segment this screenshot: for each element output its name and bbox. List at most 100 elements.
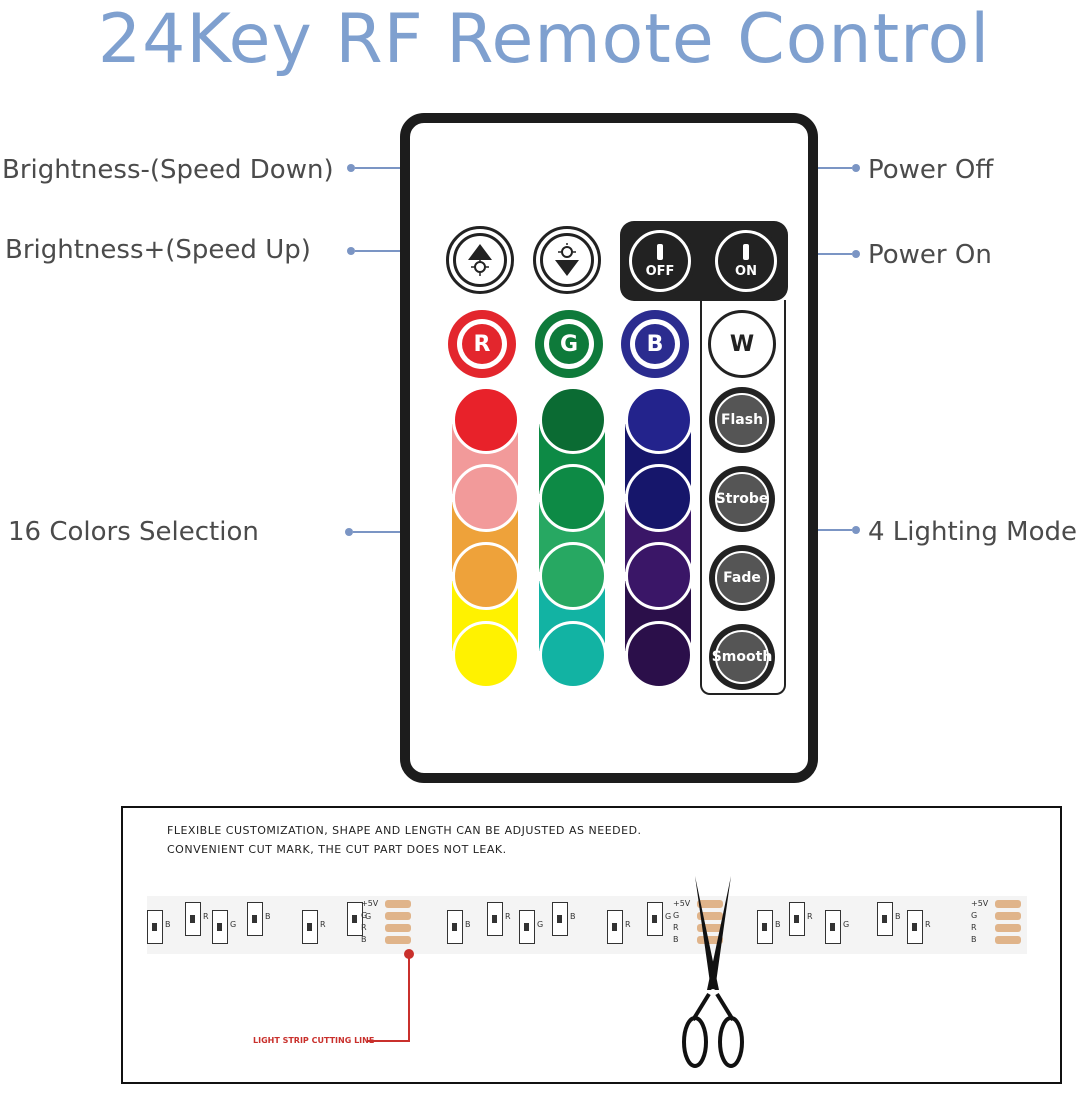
led-chip	[552, 902, 568, 936]
color-swatch-button[interactable]	[452, 464, 520, 532]
led-chip	[519, 910, 535, 944]
brightness-down-button[interactable]	[533, 226, 601, 294]
pad-label: R	[361, 923, 367, 932]
color-button-0[interactable]: R	[448, 310, 516, 378]
led-chip	[302, 910, 318, 944]
mode-button-strobe[interactable]: Strobe	[709, 466, 775, 532]
chip-letter: B	[465, 920, 471, 929]
chip-letter: B	[570, 912, 576, 921]
color-swatch-button[interactable]	[539, 542, 607, 610]
color-swatch-button[interactable]	[452, 621, 520, 689]
leader-dot	[852, 526, 860, 534]
power-on-text: ON	[735, 263, 757, 279]
color-swatch-button[interactable]	[539, 386, 607, 454]
color-swatch-button[interactable]	[452, 542, 520, 610]
cut-label: LIGHT STRIP CUTTING LINE	[253, 1036, 375, 1045]
mode-button-flash[interactable]: Flash	[709, 387, 775, 453]
color-button-ring: R	[457, 319, 507, 369]
color-button-ring: W	[717, 319, 767, 369]
pad-label: +5V	[361, 899, 379, 908]
chip-letter: B	[165, 920, 171, 929]
color-swatch-button[interactable]	[452, 386, 520, 454]
color-swatch-button[interactable]	[539, 621, 607, 689]
color-button-label: G	[549, 324, 589, 364]
color-button-1[interactable]: G	[535, 310, 603, 378]
chip-letter: G	[537, 920, 544, 929]
pad-label: R	[673, 923, 679, 932]
chip-letter: B	[775, 920, 781, 929]
chip-letter: R	[625, 920, 631, 929]
led-chip	[347, 902, 363, 936]
power-off-button[interactable]: OFF	[625, 226, 695, 296]
led-chip	[825, 910, 841, 944]
led-chip	[607, 910, 623, 944]
mode-button-label: Smooth	[712, 630, 772, 684]
led-chip	[907, 910, 923, 944]
strip-note-line2: CONVENIENT CUT MARK, THE CUT PART DOES N…	[167, 843, 507, 856]
solder-pad	[995, 924, 1021, 932]
leader-dot	[347, 164, 355, 172]
solder-pad	[995, 936, 1021, 944]
chip-letter: G	[843, 920, 850, 929]
color-swatch-button[interactable]	[625, 386, 693, 454]
led-chip	[647, 902, 663, 936]
mode-button-label: Flash	[715, 393, 769, 447]
power-on-button[interactable]: ON	[711, 226, 781, 296]
pad-label: +5V	[971, 899, 989, 908]
power-off-text: OFF	[645, 263, 675, 279]
cut-line	[408, 953, 410, 1041]
chip-letter: R	[505, 912, 511, 921]
mode-button-fade[interactable]: Fade	[709, 545, 775, 611]
brightness-down-label: Brightness-(Speed Down)	[2, 155, 334, 185]
pad-label: G	[673, 911, 680, 920]
mode-button-label: Fade	[715, 551, 769, 605]
cut-line-horizontal	[367, 1040, 410, 1042]
led-strip-panel: FLEXIBLE CUSTOMIZATION, SHAPE AND LENGTH…	[121, 806, 1062, 1084]
color-button-3[interactable]: W	[708, 310, 776, 378]
power-off-label: Power Off	[868, 155, 994, 185]
brightness-up-button[interactable]	[446, 226, 514, 294]
power-on-label: Power On	[868, 240, 992, 270]
solder-pad	[995, 912, 1021, 920]
modes-label: 4 Lighting Mode	[868, 517, 1078, 547]
color-button-label: B	[635, 324, 675, 364]
leader-dot	[852, 250, 860, 258]
color-swatch-button[interactable]	[625, 464, 693, 532]
color-swatch-button[interactable]	[625, 542, 693, 610]
color-button-label: R	[462, 324, 502, 364]
led-chip	[757, 910, 773, 944]
led-chip	[789, 902, 805, 936]
color-button-ring: B	[630, 319, 680, 369]
leader-dot	[347, 247, 355, 255]
pad-label: B	[361, 935, 367, 944]
chip-letter: R	[807, 912, 813, 921]
chip-letter: G	[665, 912, 672, 921]
solder-pad	[385, 912, 411, 920]
scissors-icon	[682, 876, 744, 1068]
chip-letter: R	[925, 920, 931, 929]
pad-label: B	[971, 935, 977, 944]
solder-pad	[697, 924, 723, 932]
color-button-ring: G	[544, 319, 594, 369]
solder-pad	[385, 900, 411, 908]
pad-label: G	[361, 911, 368, 920]
mode-button-smooth[interactable]: Smooth	[709, 624, 775, 690]
pad-label: R	[971, 923, 977, 932]
mode-button-label: Strobe	[715, 472, 769, 526]
color-button-2[interactable]: B	[621, 310, 689, 378]
led-chip	[877, 902, 893, 936]
color-swatch-button[interactable]	[539, 464, 607, 532]
solder-pad	[697, 900, 723, 908]
solder-pad	[697, 936, 723, 944]
solder-pad	[995, 900, 1021, 908]
brightness-down-icon	[540, 233, 594, 287]
cut-point	[404, 949, 414, 959]
color-swatch-button[interactable]	[625, 621, 693, 689]
leader-dot	[345, 528, 353, 536]
solder-pad	[385, 936, 411, 944]
pad-label: G	[971, 911, 978, 920]
mode-group-outline	[700, 300, 786, 695]
led-chip	[185, 902, 201, 936]
